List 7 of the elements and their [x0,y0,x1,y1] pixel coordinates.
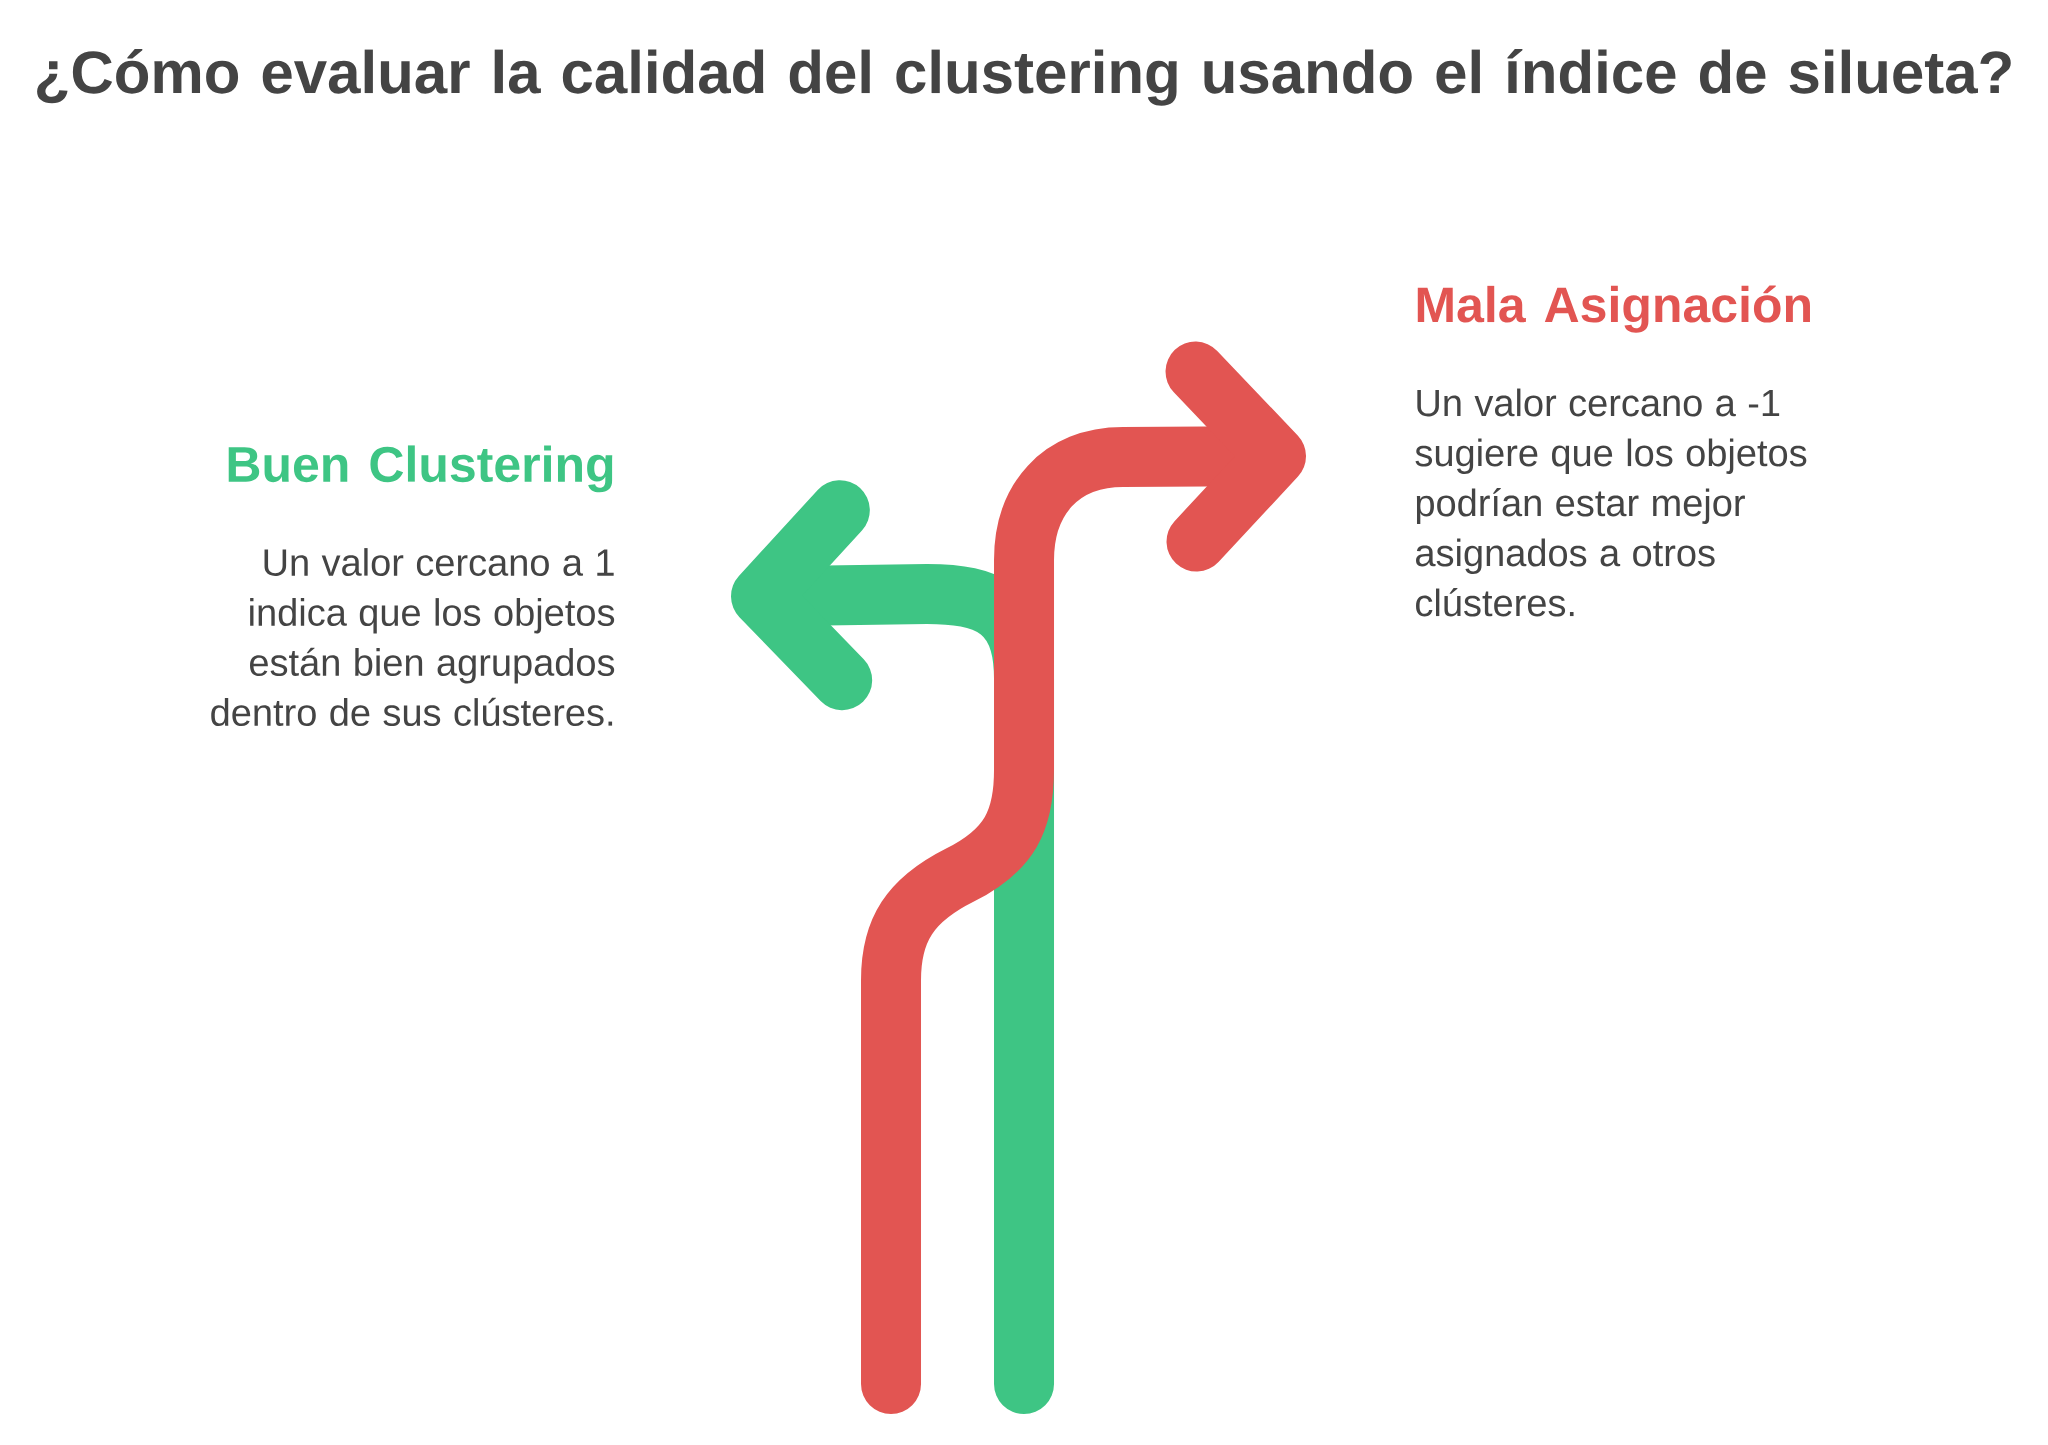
description: Un valor cercano a 1 indica que los objetos están bien agrupados dentro de sus clústeres. [211,548,615,726]
description: Un valor cercano a -1 sugiere que los objetos podrían estar mejor asignados a otros clústeres. [1415,388,1807,617]
heading: Mala Asignación [1417,285,1810,333]
arrow [731,480,1054,1414]
arrow [861,341,1306,1414]
heading: Buen Clustering [228,445,613,493]
title: ¿Cómo evaluar la calidad del clustering usando el índice de silueta? [37,49,2011,106]
